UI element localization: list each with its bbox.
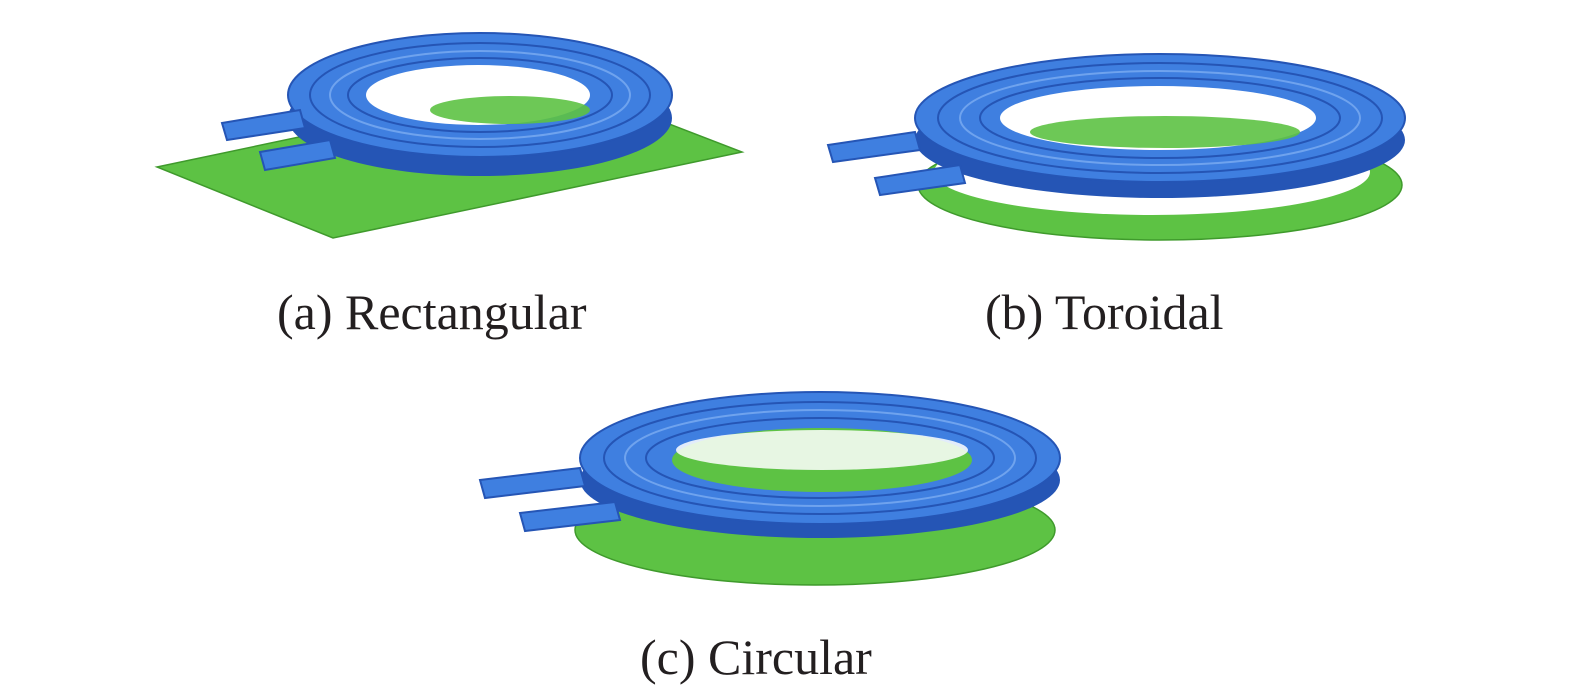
coil-turn	[645, 417, 995, 499]
shield-visible-through-hole	[430, 96, 590, 124]
toroidal-coil-figure	[826, 53, 1406, 241]
panel-toroidal: (b) Toroidal	[780, 0, 1575, 337]
caption-circular: (c) Circular	[640, 629, 872, 685]
panel-circular: (c) Circular	[440, 370, 1140, 693]
coil-turn	[959, 70, 1361, 166]
panel-rectangular: (a) Rectangular	[0, 0, 780, 337]
coil-leads	[478, 466, 622, 533]
circular-coil-figure	[478, 391, 1061, 586]
coil-turn	[603, 401, 1037, 515]
caption-rectangular: (a) Rectangular	[277, 284, 587, 340]
coil-turn	[979, 77, 1341, 159]
coil-turn	[309, 42, 651, 148]
coil-leads	[220, 108, 337, 172]
coil-turn	[937, 62, 1383, 174]
rectangular-coil-figure	[154, 32, 745, 239]
coil-turn	[624, 409, 1016, 507]
caption-toroidal: (b) Toroidal	[985, 284, 1224, 340]
coil-leads	[826, 130, 967, 197]
coil-turn	[347, 57, 613, 133]
coil-inner-shadow	[676, 430, 968, 470]
coil-turn	[329, 50, 631, 140]
shield-visible-through-hole	[1030, 116, 1300, 148]
